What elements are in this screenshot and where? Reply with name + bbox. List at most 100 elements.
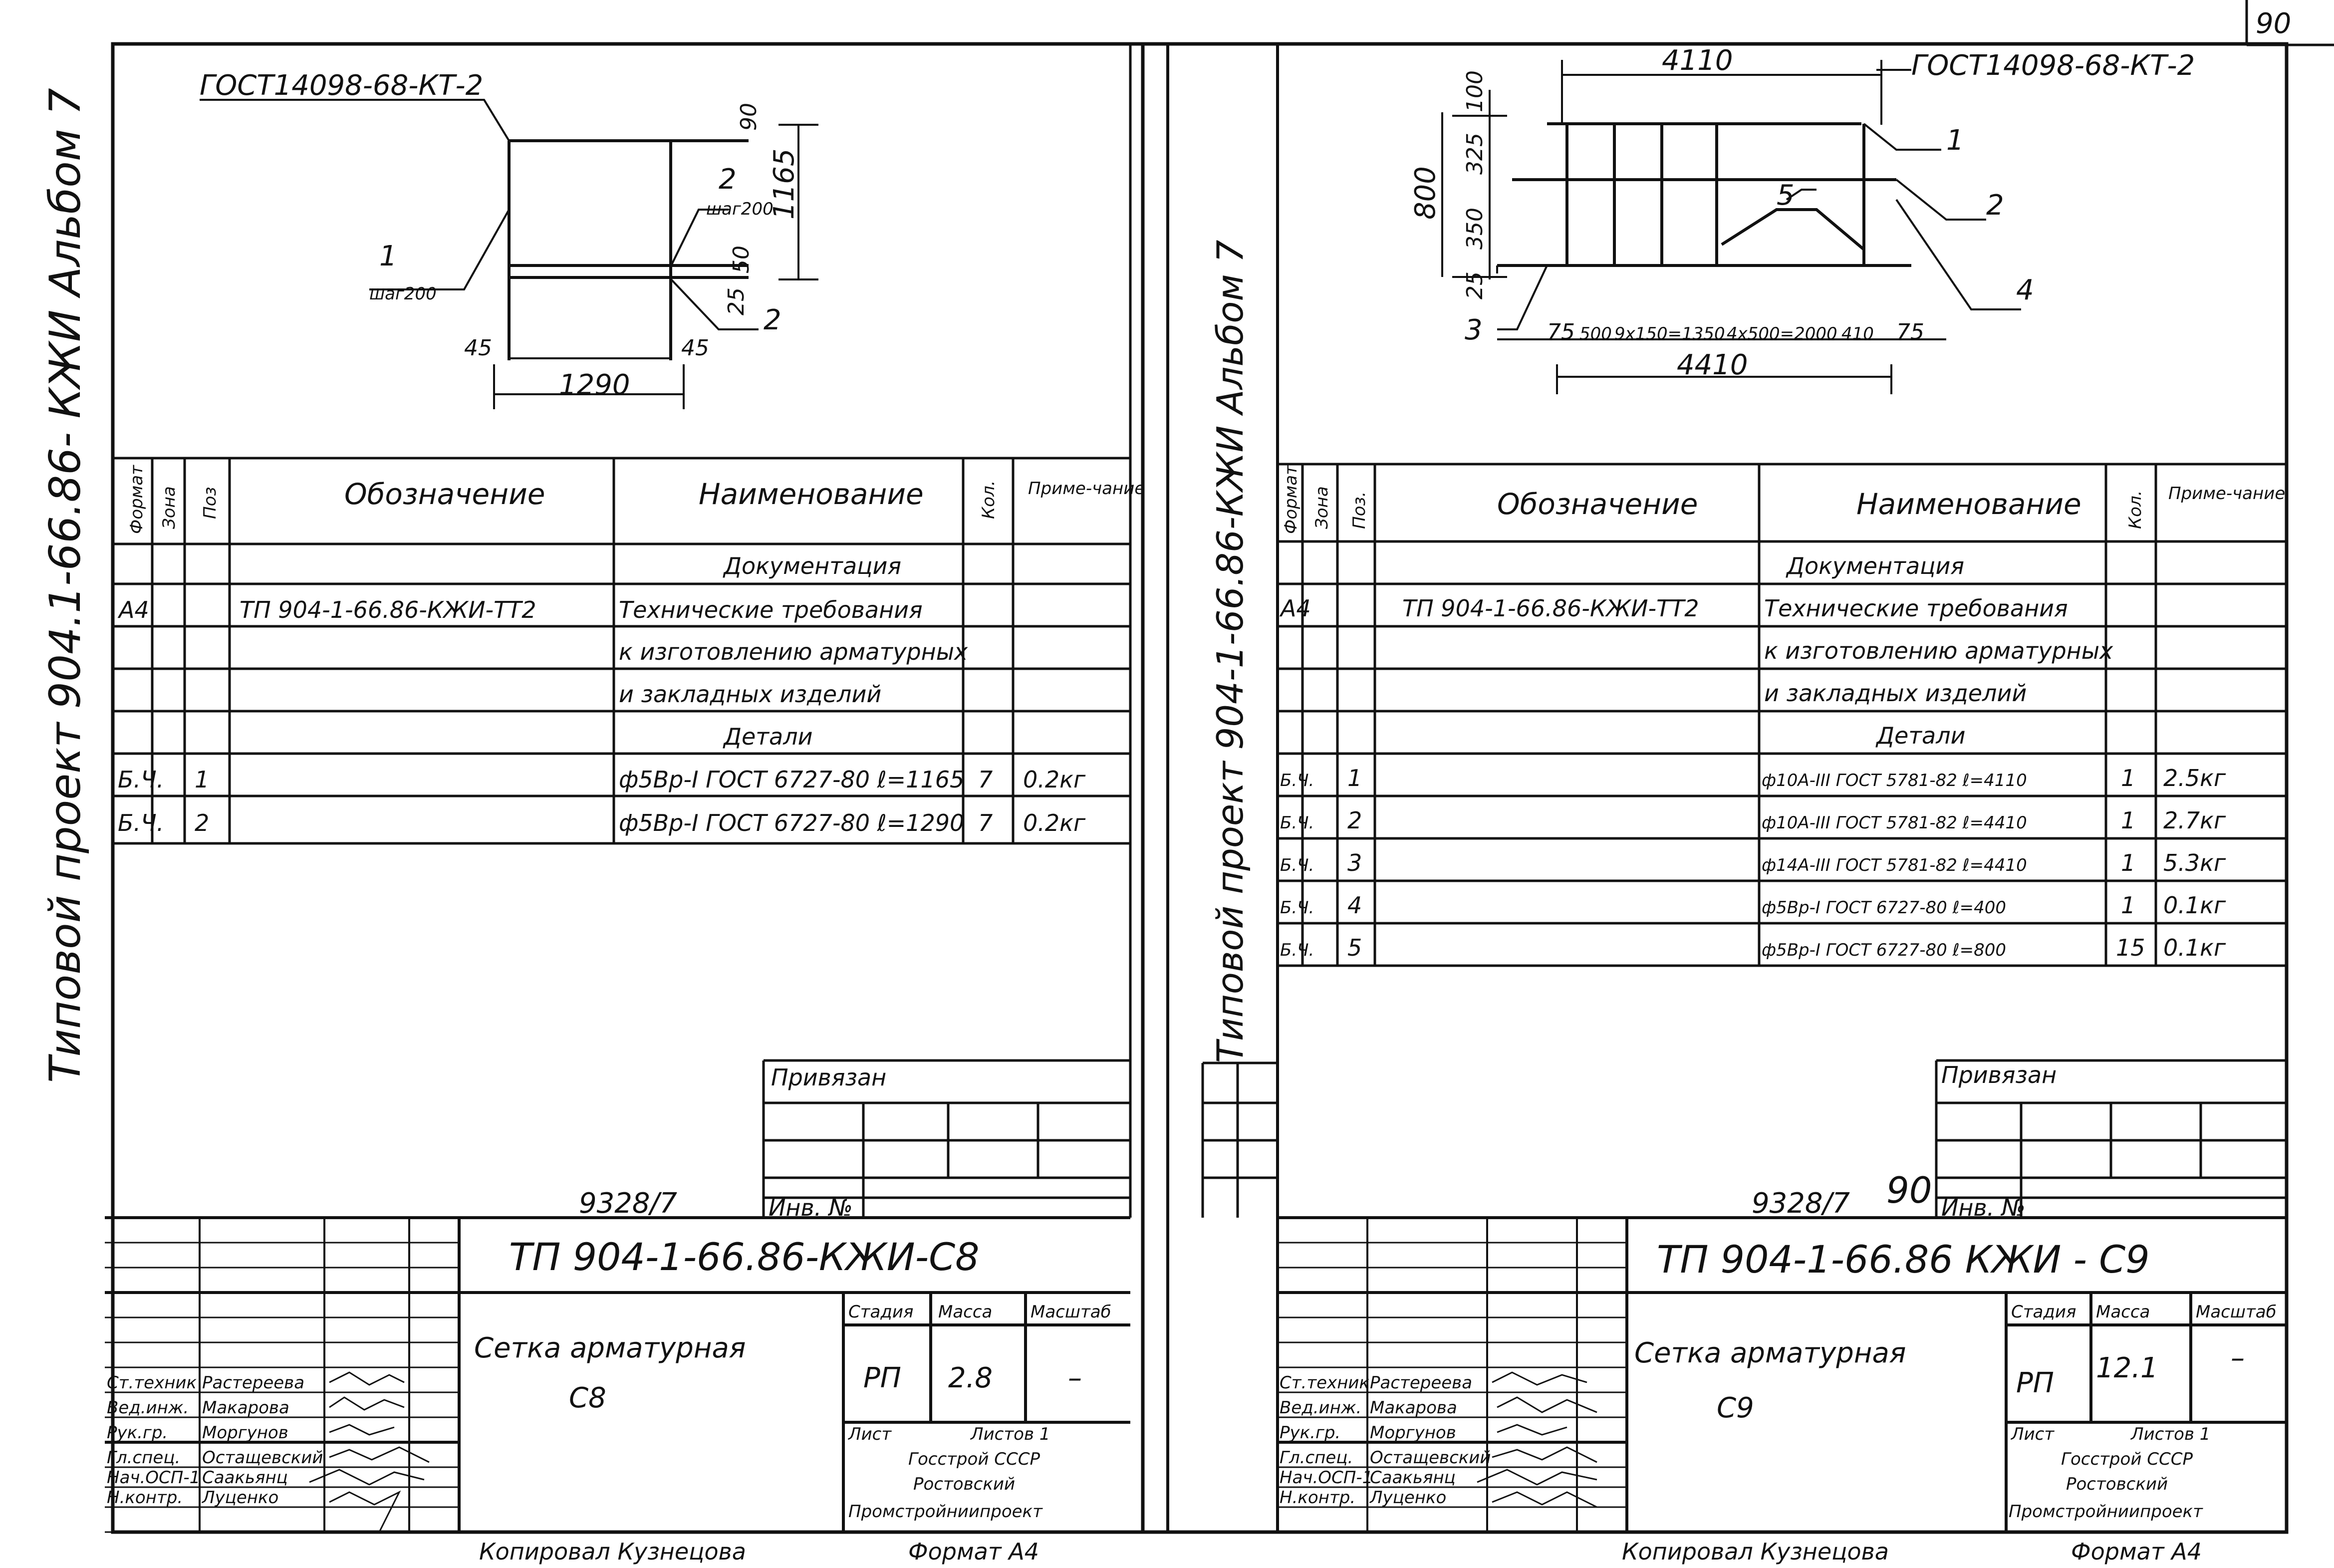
c8-signatures bbox=[309, 1371, 430, 1533]
c8-stage-label: Стадия bbox=[848, 1302, 913, 1322]
c9-title-block bbox=[1278, 1216, 2287, 1532]
table-cell: Б.Ч. bbox=[1280, 771, 1314, 790]
c9-th-zone: Зона bbox=[1312, 486, 1332, 529]
c8-dim-45-right: 45 bbox=[681, 335, 709, 361]
table-cell: 2 bbox=[195, 809, 209, 836]
c9-dim-100: 100 bbox=[1462, 70, 1488, 112]
c8-mass-label: Масса bbox=[938, 1302, 992, 1322]
c9-th-format: Формат bbox=[1281, 465, 1301, 534]
staff-role: Вед.инж. bbox=[107, 1398, 189, 1418]
table-cell: и закладных изделий bbox=[1764, 680, 2027, 707]
table-cell: 0.1кг bbox=[2163, 934, 2226, 961]
c8-sheet-label: Лист bbox=[847, 1424, 892, 1444]
table-cell: Б.Ч. bbox=[1280, 940, 1314, 960]
c8-label-2: 2 bbox=[719, 163, 737, 196]
c9-th-qty: Кол. bbox=[2125, 491, 2145, 529]
c9-privyazan-label: Привязан bbox=[1941, 1061, 2057, 1088]
table-cell: 4 bbox=[1347, 892, 1362, 919]
c9-staff-list: Ст.техник Растереева Вед.инж. Макарова Р… bbox=[1280, 1373, 1491, 1508]
c9-th-name: Наименование bbox=[1856, 487, 2081, 521]
staff-role: Н.контр. bbox=[107, 1488, 183, 1508]
c9-dim-25: 25 bbox=[1462, 271, 1488, 299]
table-cell: 3 bbox=[1347, 849, 1362, 876]
c8-stage: РП bbox=[863, 1362, 901, 1394]
table-cell: ТП 904-1-66.86-КЖИ-ТТ2 bbox=[240, 596, 536, 623]
c8-privyazan-box bbox=[762, 1059, 1130, 1218]
c8-org-line3: Промстройниипроект bbox=[848, 1502, 1043, 1522]
table-cell: 0.1кг bbox=[2163, 892, 2226, 919]
staff-name: Моргунов bbox=[202, 1423, 288, 1443]
table-cell: 1 bbox=[2121, 765, 2135, 791]
c9-org-line3: Промстройниипроект bbox=[2009, 1502, 2203, 1522]
c8-th-name: Наименование bbox=[699, 477, 924, 511]
c8-spec-rows: Документация А4 ТП 904-1-66.86-КЖИ-ТТ2 Т… bbox=[117, 552, 1086, 836]
table-cell: Б.Ч. bbox=[1280, 898, 1314, 918]
c9-pos-5: 5 bbox=[1777, 179, 1795, 212]
c9-dim-75-right: 75 bbox=[1896, 319, 1924, 345]
c9-dim-4410: 4410 bbox=[1677, 349, 1748, 381]
table-cell: Б.Ч. bbox=[118, 809, 164, 836]
staff-name: Саакьянц bbox=[202, 1468, 288, 1488]
c9-dim-75-left: 75 bbox=[1547, 319, 1575, 345]
staff-role: Нач.ОСП-1 bbox=[1280, 1468, 1373, 1488]
c8-spec-table bbox=[113, 44, 1132, 1218]
c8-th-format: Формат bbox=[127, 465, 147, 534]
table-cell: ф14А-III ГОСТ 5781-82 ℓ=4410 bbox=[1762, 855, 2027, 875]
c9-spec-rows: Документация А4 ТП 904-1-66.86-КЖИ-ТТ2 Т… bbox=[1279, 552, 2226, 961]
table-cell: 1 bbox=[2121, 849, 2135, 876]
c8-dim-1290: 1290 bbox=[559, 369, 630, 401]
c8-standard-ref: ГОСТ14098-68-КТ-2 bbox=[200, 69, 483, 102]
table-cell: 1 bbox=[2121, 892, 2135, 919]
c9-th-note: Приме-чание bbox=[2168, 484, 2285, 504]
table-cell: 2.5кг bbox=[2163, 765, 2226, 791]
c8-org-line1: Госстрой СССР bbox=[908, 1449, 1040, 1469]
c8-copied-by: Копировал Кузнецова bbox=[479, 1538, 746, 1565]
staff-name: Макарова bbox=[202, 1398, 289, 1418]
c8-th-designation: Обозначение bbox=[344, 477, 545, 511]
c8-item-name: Сетка арматурная bbox=[474, 1332, 746, 1364]
c9-pos-4: 4 bbox=[2016, 274, 2034, 306]
c9-spec-table bbox=[1278, 463, 2287, 967]
mesh-drawing-c9 bbox=[1441, 60, 2021, 394]
right-sheet: Типовой проект 904-1-66.86-КЖИ Альбом 7 bbox=[1201, 44, 2287, 1565]
table-cell: ТП 904-1-66.86-КЖИ-ТТ2 bbox=[1402, 595, 1699, 622]
staff-role: Гл.спец. bbox=[107, 1448, 180, 1468]
c9-format: Формат А4 bbox=[2071, 1538, 2202, 1565]
table-cell: 1 bbox=[2121, 807, 2135, 834]
c9-item-mark: С9 bbox=[1717, 1392, 1754, 1424]
table-cell: А4 bbox=[1279, 595, 1311, 622]
page-number: 90 bbox=[2256, 7, 2291, 40]
c9-dim-4x500: 4x500=2000 bbox=[1727, 324, 1837, 344]
table-cell: ф10А-III ГОСТ 5781-82 ℓ=4410 bbox=[1762, 813, 2027, 833]
c9-dim-500: 500 bbox=[1579, 324, 1612, 344]
c9-th-designation: Обозначение bbox=[1497, 487, 1698, 521]
staff-name: Остащевский bbox=[1370, 1448, 1491, 1468]
c9-dim-9x150: 9x150=1350 bbox=[1614, 324, 1725, 344]
c9-mass: 12.1 bbox=[2096, 1352, 2158, 1384]
table-cell: Детали bbox=[1875, 722, 1966, 749]
c9-dim-410: 410 bbox=[1841, 324, 1874, 344]
outer-frame bbox=[111, 42, 2289, 1534]
table-cell: ф5Вр-I ГОСТ 6727-80 ℓ=1165 bbox=[619, 766, 964, 793]
staff-name: Моргунов bbox=[1370, 1423, 1456, 1443]
staff-role: Вед.инж. bbox=[1280, 1398, 1361, 1418]
c8-scale: – bbox=[1068, 1362, 1082, 1394]
c8-scale-label: Масштаб bbox=[1031, 1302, 1111, 1322]
table-cell: к изготовлению арматурных bbox=[619, 638, 968, 665]
c9-stage: РП bbox=[2016, 1367, 2054, 1399]
table-cell: к изготовлению арматурных bbox=[1764, 637, 2113, 664]
c9-inv-extra: 90 bbox=[1886, 1169, 1932, 1211]
table-cell: Б.Ч. bbox=[1280, 813, 1314, 833]
table-cell: 7 bbox=[978, 809, 993, 836]
staff-name: Луценко bbox=[1369, 1488, 1446, 1508]
right-side-label: Типовой проект 904-1-66.86-КЖИ Альбом 7 bbox=[1209, 240, 1251, 1063]
table-cell: 5.3кг bbox=[2163, 849, 2226, 876]
table-cell: Детали bbox=[723, 723, 813, 750]
c9-dim-4110: 4110 bbox=[1662, 44, 1733, 77]
c8-inv-number: 9328/7 bbox=[579, 1187, 677, 1220]
c8-label-1: 1 bbox=[379, 240, 397, 272]
c8-item-mark: С8 bbox=[569, 1382, 606, 1414]
c8-step-left: шаг200 bbox=[369, 284, 437, 304]
c9-drawing-code: ТП 904-1-66.86 КЖИ - С9 bbox=[1657, 1237, 2150, 1282]
